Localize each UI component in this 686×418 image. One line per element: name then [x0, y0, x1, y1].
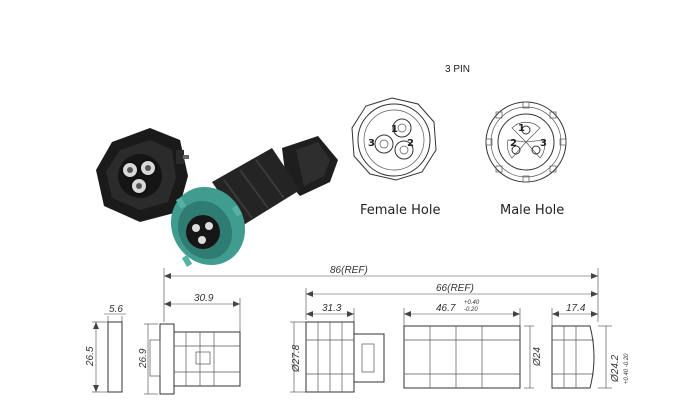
dim-27-8-text: Ø27.8	[291, 344, 302, 373]
flange-side-view	[92, 313, 126, 393]
inner-length-dimension	[305, 288, 598, 320]
female-hole-label: Female Hole	[360, 203, 440, 218]
pin-count-title: 3 PIN	[445, 64, 470, 75]
male-pin-3-label: 3	[540, 138, 547, 149]
dim-30-9-text: 30.9	[194, 293, 214, 304]
dim-inner-text: 66(REF)	[436, 283, 474, 294]
dim-24-2-tol: +0.40 -0.20	[624, 353, 630, 384]
dim-46-7-tol-top: +0.40	[464, 300, 480, 306]
female-hole-face: 1 2 3	[351, 97, 437, 181]
male-pin-1-label: 1	[518, 123, 525, 134]
cable-gland-view	[551, 308, 612, 389]
dim-46-7-text: 46.7	[436, 303, 456, 314]
male-pin-2-label: 2	[510, 138, 517, 149]
dim-5-6-text: 5.6	[109, 304, 123, 315]
dim-overall-text: 86(REF)	[330, 265, 368, 276]
female-pin-2-label: 2	[407, 138, 414, 149]
socket-side-view	[144, 298, 241, 395]
dim-46-7-tol-bot: -0.20	[464, 307, 478, 313]
male-hole-face: 1 2 3	[485, 101, 567, 183]
dim-26-5-text: 26.5	[85, 346, 96, 367]
green-coupling-nut	[170, 186, 246, 267]
panel-socket-photo	[96, 128, 189, 222]
plug-body-view	[403, 308, 534, 389]
plug-front-view	[290, 308, 385, 393]
dim-24-2-text: Ø24.2	[610, 354, 621, 383]
dim-17-4-text: 17.4	[566, 303, 586, 314]
female-pin-1-label: 1	[391, 124, 398, 135]
cable-plug-photo	[170, 136, 338, 267]
male-hole-label: Male Hole	[500, 203, 564, 218]
overall-length-dimension	[163, 268, 599, 322]
dim-24-text: Ø24	[532, 347, 543, 367]
female-pin-3-label: 3	[368, 138, 375, 149]
dim-31-3-text: 31.3	[322, 303, 342, 314]
dim-26-9-text: 26.9	[138, 348, 149, 369]
